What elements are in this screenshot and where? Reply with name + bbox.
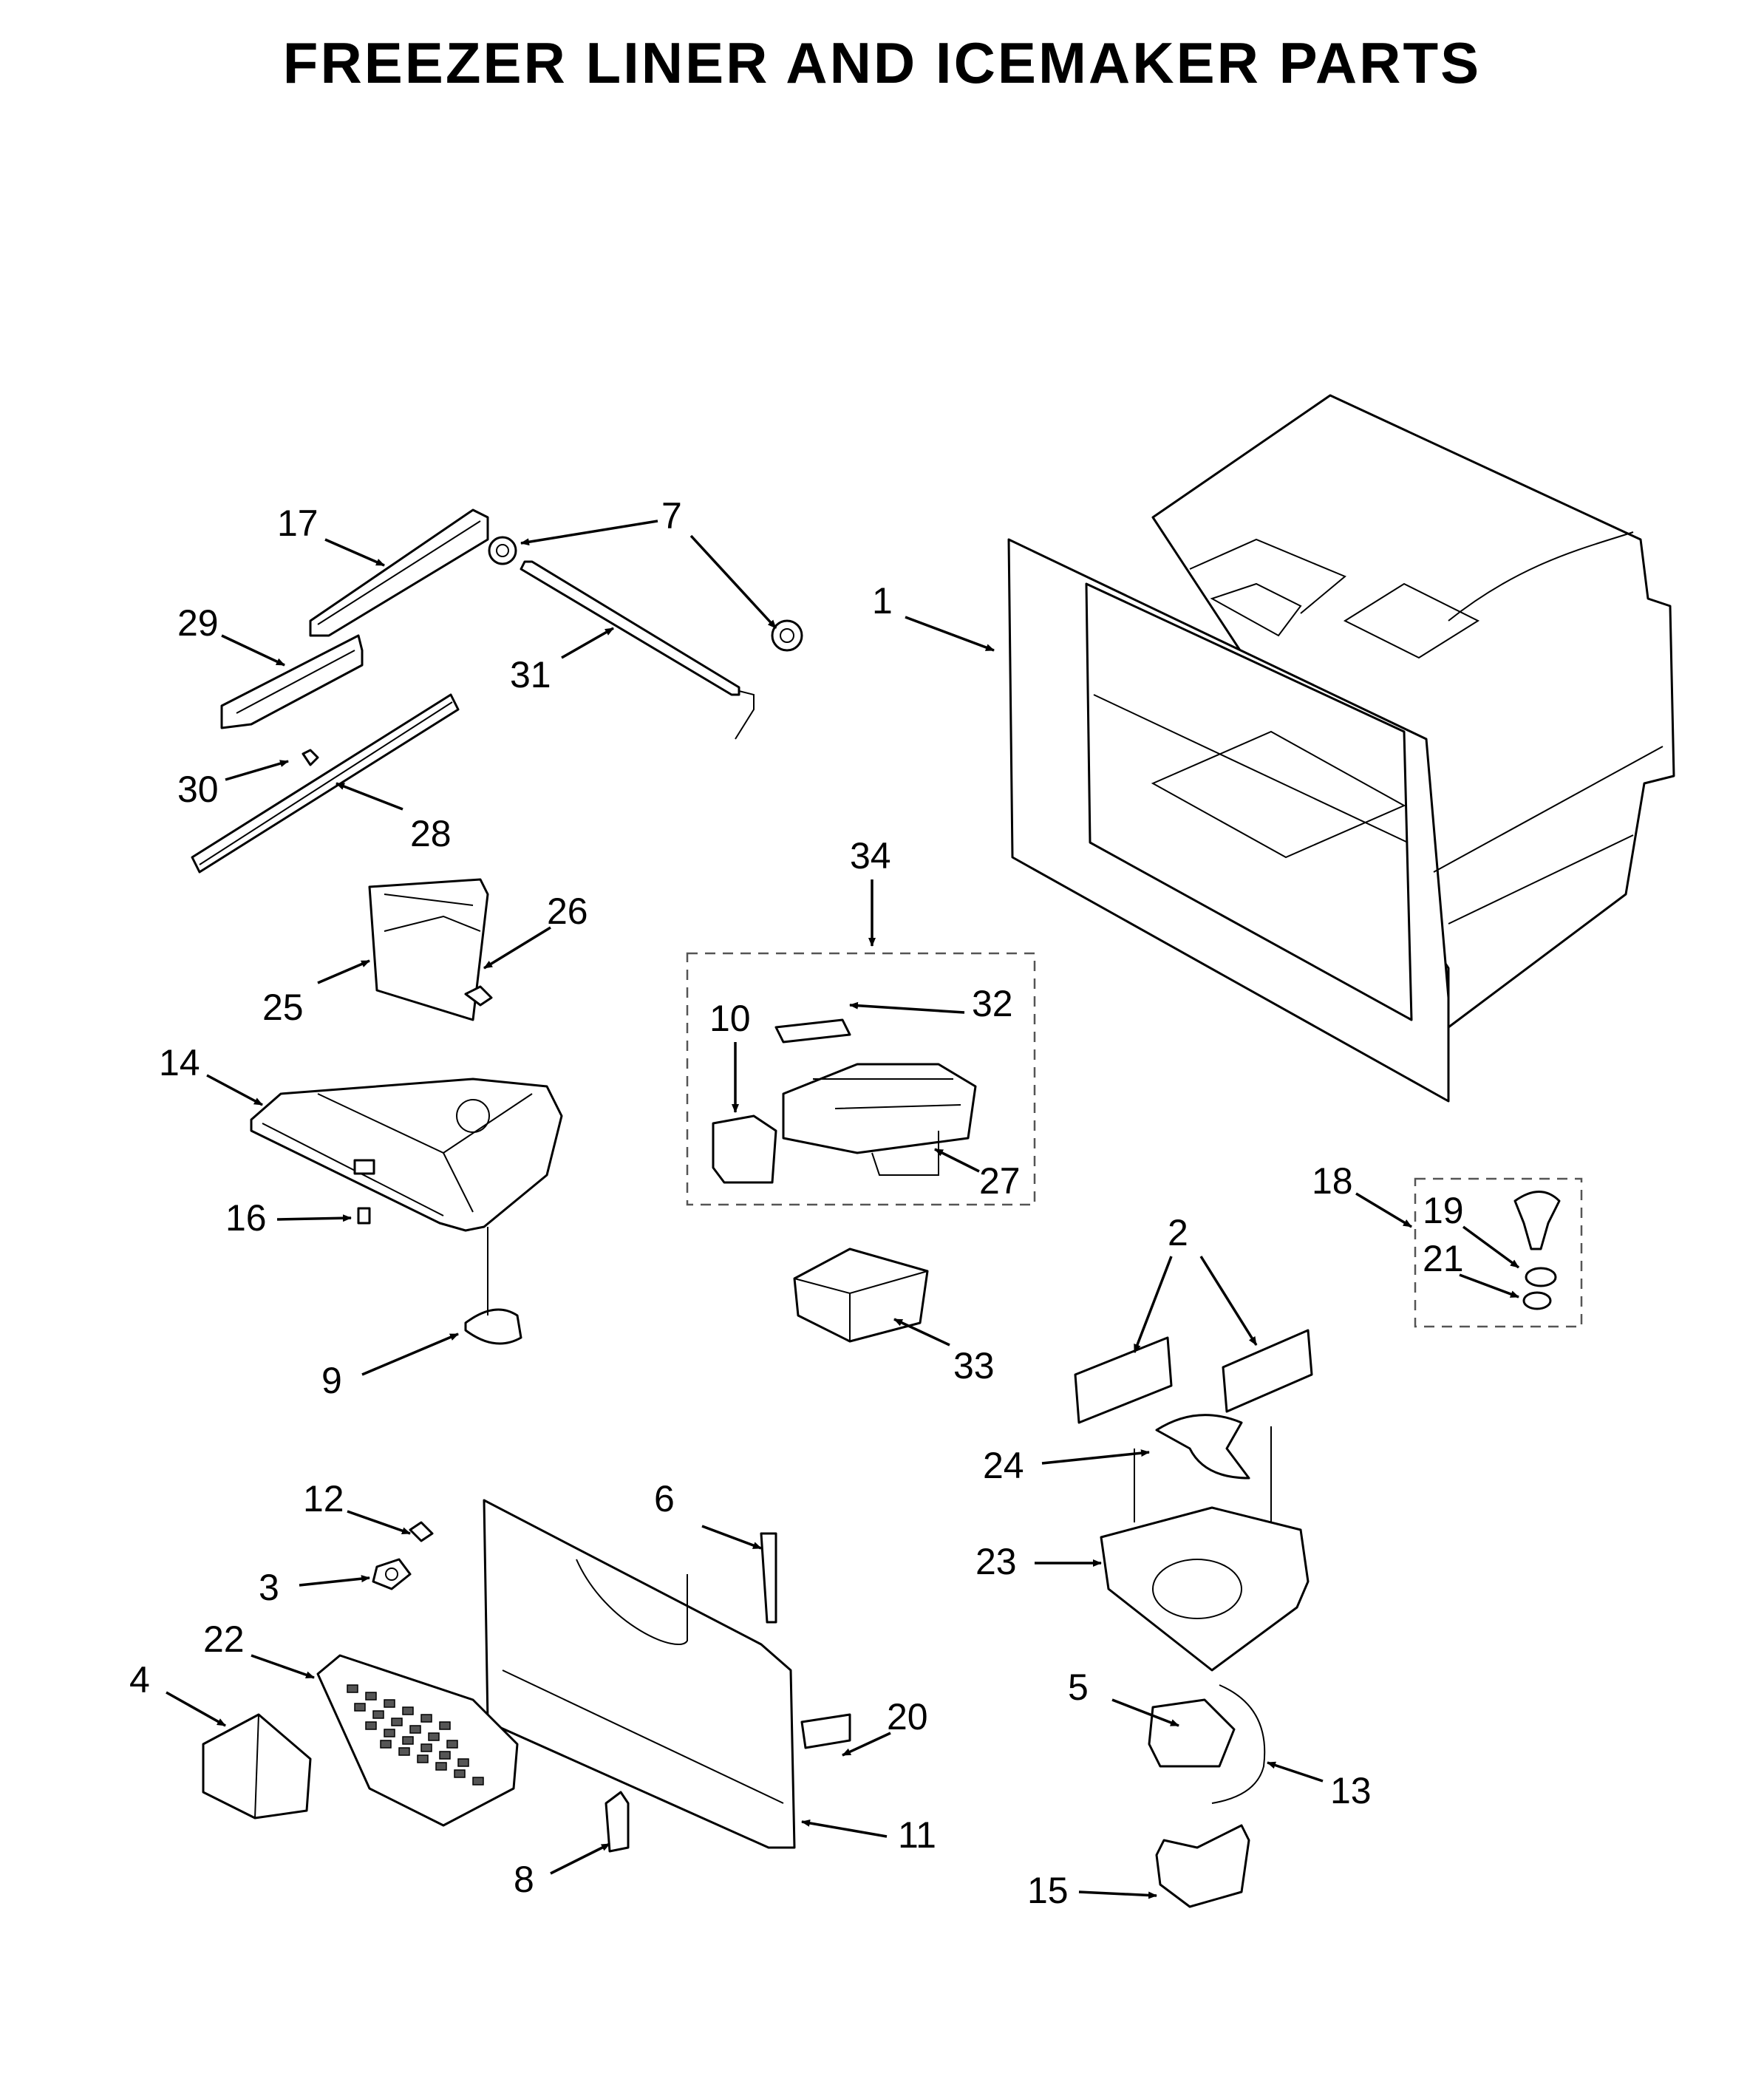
callout-10: 10	[709, 998, 751, 1039]
callout-29: 29	[177, 602, 219, 644]
callout-14: 14	[159, 1042, 200, 1083]
callout-33: 33	[953, 1345, 995, 1386]
callout-labels: 1 2 3 4 5 6 7 8 9 10 11 12 13 14 15 16 1…	[129, 495, 1464, 1911]
callout-8: 8	[514, 1859, 534, 1900]
callout-31: 31	[510, 654, 551, 695]
valve-fitting-parts	[1513, 1191, 1561, 1310]
callout-26: 26	[547, 891, 588, 932]
callout-7: 7	[661, 495, 682, 537]
callout-27: 27	[979, 1160, 1021, 1202]
callout-13: 13	[1330, 1770, 1372, 1811]
icemaker-assembly-part	[712, 1018, 977, 1184]
callout-5: 5	[1068, 1667, 1089, 1708]
callout-21: 21	[1423, 1238, 1464, 1279]
callout-30: 30	[177, 769, 219, 810]
part-9-shape	[464, 1308, 522, 1345]
callout-23: 23	[975, 1541, 1017, 1582]
callout-1: 1	[872, 580, 893, 622]
callout-34: 34	[850, 835, 891, 876]
callout-11: 11	[898, 1814, 936, 1856]
fan-assembly-parts	[1074, 1329, 1313, 1908]
evaporator-cover-parts	[202, 1499, 851, 1853]
callout-6: 6	[654, 1478, 675, 1519]
icemaker-kit-group-box	[686, 952, 1036, 1206]
callout-18: 18	[1312, 1160, 1353, 1202]
callout-12: 12	[303, 1478, 344, 1519]
callout-24: 24	[983, 1445, 1024, 1486]
callout-32: 32	[972, 983, 1013, 1024]
callout-22: 22	[203, 1618, 245, 1660]
callout-20: 20	[887, 1696, 928, 1737]
callout-3: 3	[259, 1567, 279, 1608]
callout-4: 4	[129, 1659, 150, 1701]
rail-assembly-parts	[191, 508, 803, 1021]
part-16-shape	[357, 1207, 371, 1225]
callout-17: 17	[277, 503, 319, 544]
freezer-liner-part	[1007, 394, 1675, 1103]
callout-15: 15	[1027, 1870, 1069, 1911]
callout-2: 2	[1168, 1212, 1188, 1253]
callout-25: 25	[262, 987, 304, 1028]
callout-16: 16	[225, 1197, 267, 1239]
callout-28: 28	[410, 813, 452, 854]
leader-arrows	[166, 520, 1520, 1899]
page-title: FREEZER LINER AND ICEMAKER PARTS	[282, 30, 1482, 95]
ice-chute-housing-part	[250, 1078, 563, 1232]
callout-19: 19	[1423, 1190, 1464, 1231]
ice-bin-part	[793, 1247, 929, 1343]
callout-9: 9	[321, 1360, 342, 1401]
valve-kit-group-box	[1414, 1177, 1583, 1328]
